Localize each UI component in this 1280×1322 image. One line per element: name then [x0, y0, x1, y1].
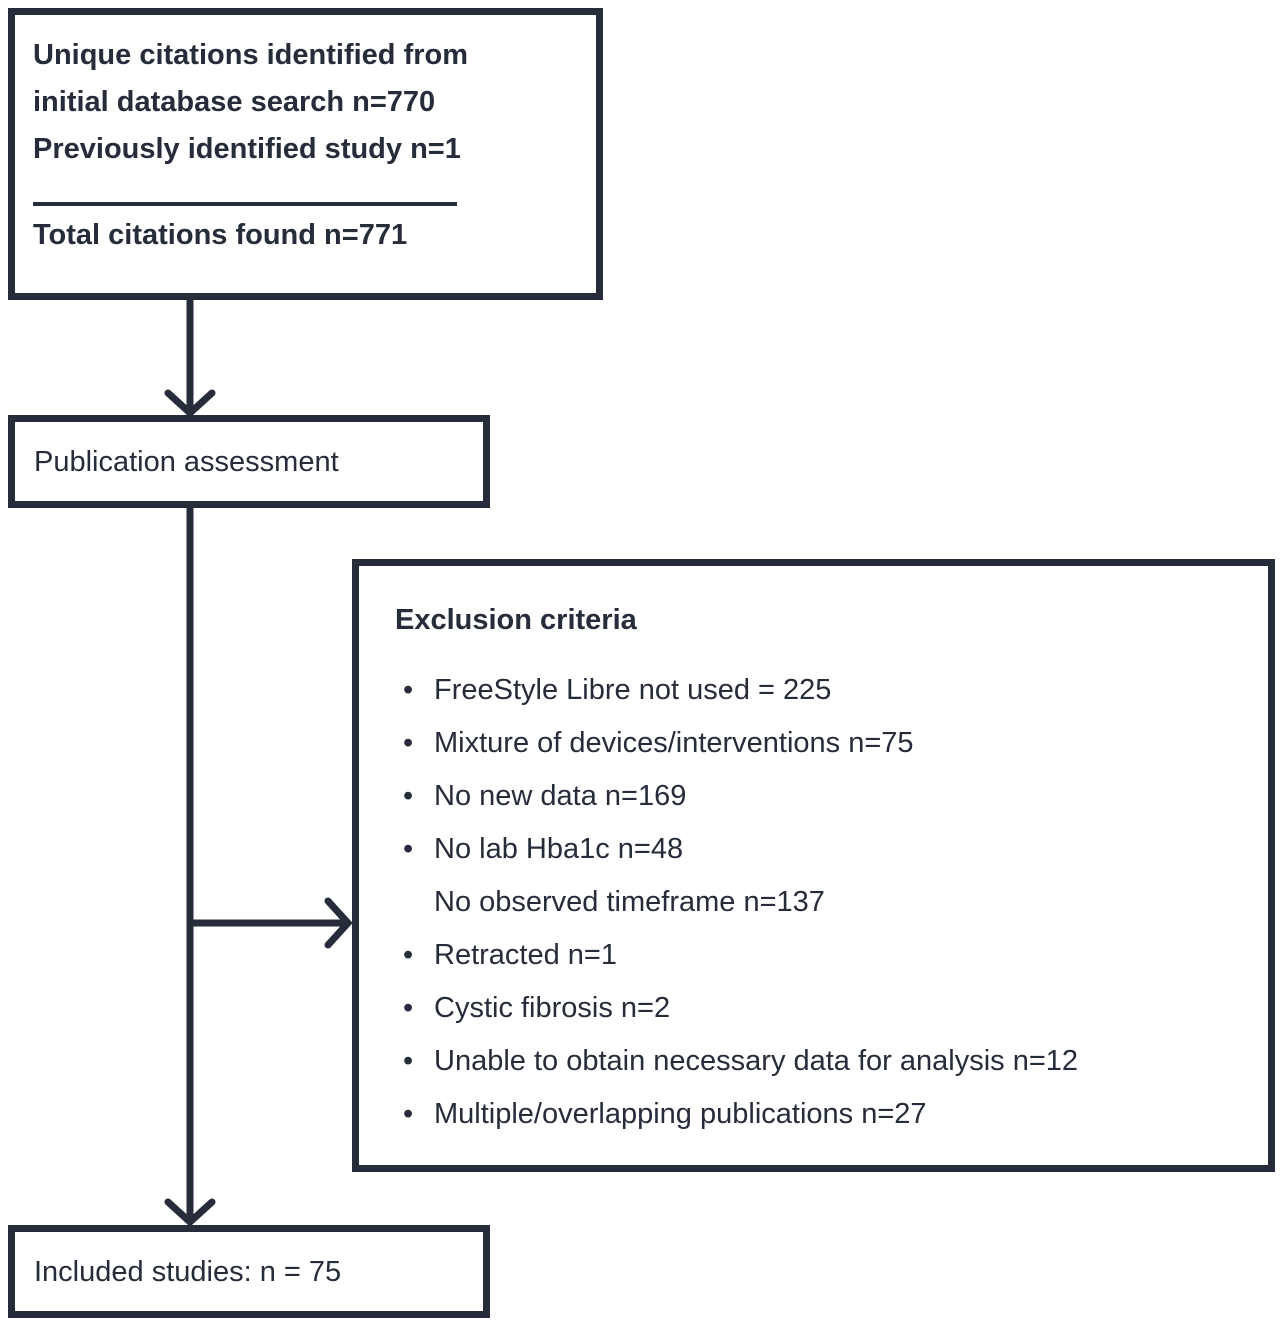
identification-line-1: Unique citations identified from	[33, 39, 469, 71]
exclusion-item-text: No lab Hba1c n=48	[434, 833, 684, 865]
exclusion-item-text: No observed timeframe n=137	[434, 886, 825, 918]
exclusion-item: • No lab Hba1c n=48	[395, 823, 1248, 876]
bullet-dot: •	[403, 992, 414, 1024]
exclusion-item: • Cystic fibrosis n=2	[395, 982, 1248, 1035]
exclusion-criteria-list: • FreeStyle Libre not used = 225 • Mixtu…	[395, 664, 1248, 1141]
identification-line-3: Previously identified study n=1	[33, 133, 461, 165]
exclusion-item: • Mixture of devices/interventions n=75	[395, 717, 1248, 770]
arrow-assessment-to-included-head	[164, 1198, 216, 1227]
publication-assessment-box: Publication assessment	[8, 415, 490, 508]
exclusion-item: No observed timeframe n=137	[395, 876, 1248, 929]
identification-box: Unique citations identified from initial…	[8, 8, 603, 300]
arrow-branch-to-exclusion-head	[324, 897, 353, 949]
exclusion-item-text: Unable to obtain necessary data for anal…	[434, 1045, 1079, 1077]
included-studies-label: Included studies: n = 75	[34, 1255, 342, 1288]
exclusion-item: • No new data n=169	[395, 770, 1248, 823]
exclusion-item: • Retracted n=1	[395, 929, 1248, 982]
exclusion-item-text: FreeStyle Libre not used = 225	[434, 674, 832, 706]
bullet-dot: •	[403, 833, 414, 865]
exclusion-item-text: Mixture of devices/interventions n=75	[434, 727, 914, 759]
identification-divider	[33, 202, 457, 206]
exclusion-item: • Multiple/overlapping publications n=27	[395, 1088, 1248, 1141]
exclusion-criteria-title: Exclusion criteria	[395, 604, 637, 636]
exclusion-item-text: No new data n=169	[434, 780, 687, 812]
bullet-dot: •	[403, 727, 414, 759]
bullet-dot: •	[403, 1045, 414, 1077]
exclusion-item-text: Multiple/overlapping publications n=27	[434, 1098, 927, 1130]
bullet-dot: •	[403, 1098, 414, 1130]
bullet-dot: •	[403, 939, 414, 971]
bullet-dot: •	[403, 780, 414, 812]
total-citations-line: Total citations found n=771	[33, 219, 408, 251]
publication-assessment-label: Publication assessment	[34, 445, 339, 478]
included-studies-box: Included studies: n = 75	[8, 1225, 490, 1318]
identification-line-2: initial database search n=770	[33, 86, 436, 118]
exclusion-item: • Unable to obtain necessary data for an…	[395, 1035, 1248, 1088]
exclusion-item-text: Cystic fibrosis n=2	[434, 992, 671, 1024]
arrow-identification-to-assessment-head	[164, 389, 216, 418]
bullet-dot: •	[403, 674, 414, 706]
exclusion-criteria-box: Exclusion criteria • FreeStyle Libre not…	[352, 559, 1275, 1172]
exclusion-item: • FreeStyle Libre not used = 225	[395, 664, 1248, 717]
exclusion-item-text: Retracted n=1	[434, 939, 617, 971]
